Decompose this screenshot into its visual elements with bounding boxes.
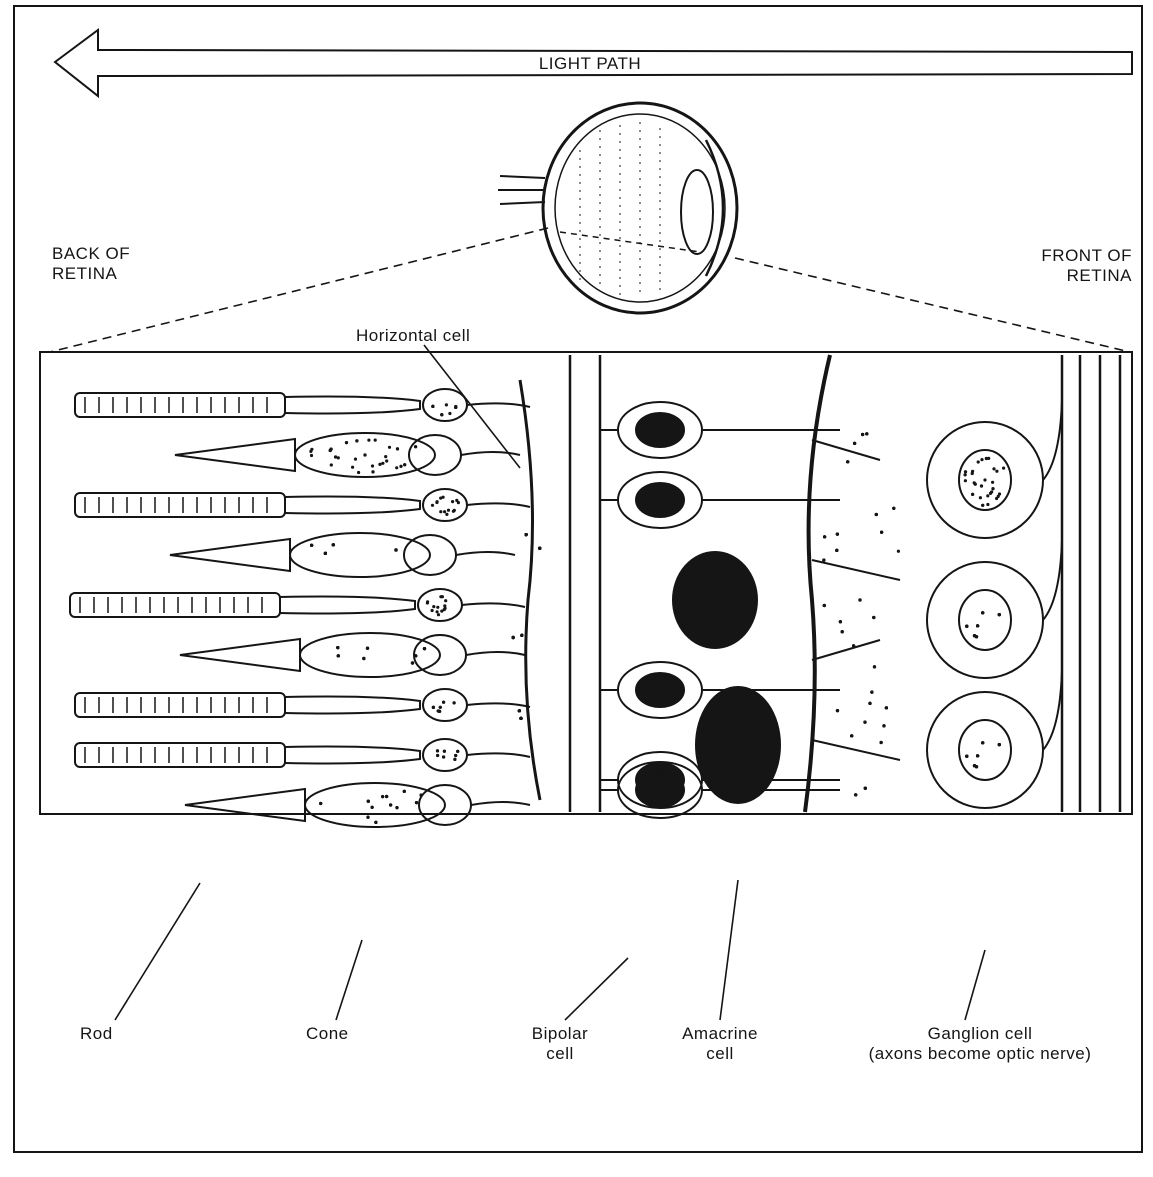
rod-nucleus: [418, 589, 462, 621]
cone-inner-stipple: [309, 439, 417, 475]
cone-outer-segment: [175, 439, 295, 471]
amacrine-cell-label-line1: Amacrine: [660, 1024, 780, 1044]
cone-outer-segment: [170, 539, 290, 571]
inner-plexiform-network: [812, 440, 900, 760]
amacrine-cell-label-line2: cell: [660, 1044, 780, 1064]
amacrine-cell-body: [673, 552, 757, 648]
cone-axon: [461, 452, 520, 455]
ganglion-nucleus-stipple: [965, 741, 1001, 768]
eyeball-illustration: [498, 103, 737, 313]
rod-inner-segment: [280, 597, 415, 614]
bipolar-cell-nucleus: [636, 483, 684, 517]
back-of-retina-line1: BACK OF: [52, 244, 130, 264]
cone-axon: [456, 552, 515, 555]
cone-label: Cone: [306, 1024, 349, 1044]
cone-inner-segment: [305, 783, 445, 827]
back-of-retina-line2: RETINA: [52, 264, 117, 284]
rod-inner-segment: [285, 397, 420, 414]
cone-inner-stipple: [319, 790, 423, 824]
ganglion-axon: [1043, 670, 1062, 750]
bipolar-cell-label-line1: Bipolar: [510, 1024, 610, 1044]
cone-outer-segment: [185, 789, 305, 821]
rod-nucleus-stipple: [436, 749, 459, 761]
rod-nucleus-stipple: [431, 496, 460, 516]
cone-inner-stipple: [310, 543, 398, 555]
rod-inner-segment: [285, 697, 420, 714]
cone-axon: [466, 652, 525, 655]
rod-inner-segment: [285, 747, 420, 764]
cone-inner-stipple: [336, 646, 426, 665]
cone-inner-segment: [290, 533, 430, 577]
rod-axon: [467, 753, 530, 757]
ganglion-cell-label-line1: Ganglion cell: [830, 1024, 1130, 1044]
rod-axon: [467, 503, 530, 507]
retina-detail-box: [40, 352, 1132, 814]
rod-nucleus: [423, 489, 467, 521]
outer-frame: [14, 6, 1142, 1152]
bipolar-cell-nucleus: [636, 413, 684, 447]
horizontal-cell-process: [520, 380, 540, 800]
inner-plexiform-stipple: [822, 432, 900, 796]
ganglion-nucleus-stipple: [964, 457, 1006, 507]
projection-lines: [50, 228, 1130, 352]
rod-axon: [462, 603, 525, 607]
ganglion-cell-body: [927, 692, 1043, 808]
ganglion-axon: [1043, 400, 1062, 480]
bipolar-cell-nucleus: [636, 673, 684, 707]
ganglion-cell-nucleus: [959, 720, 1011, 780]
rod-axon: [467, 403, 530, 407]
ganglion-nucleus-stipple: [965, 611, 1001, 638]
rod-nucleus-stipple: [431, 403, 457, 416]
cone-outer-segment: [180, 639, 300, 671]
front-of-retina-line1: FRONT OF: [980, 246, 1132, 266]
amacrine-cell-body: [696, 687, 780, 803]
rod-nucleus: [423, 739, 467, 771]
front-of-retina-line2: RETINA: [980, 266, 1132, 286]
retina-cells: [70, 355, 1120, 827]
bipolar-cell-label-line2: cell: [510, 1044, 610, 1064]
bipolar-cell-nucleus: [636, 773, 684, 807]
rod-nucleus: [423, 689, 467, 721]
ganglion-cell-body: [927, 562, 1043, 678]
rod-label: Rod: [80, 1024, 113, 1044]
ganglion-axon: [1043, 540, 1062, 620]
rod-axon: [467, 703, 530, 707]
cone-axon: [471, 802, 530, 805]
ganglion-cell-label-line2: (axons become optic nerve): [830, 1044, 1130, 1064]
rod-nucleus-stipple: [432, 701, 456, 713]
ganglion-cell-nucleus: [959, 590, 1011, 650]
rod-inner-segment: [285, 497, 420, 514]
horizontal-cell-label: Horizontal cell: [356, 326, 470, 346]
light-path-label: LIGHT PATH: [480, 54, 700, 74]
cone-inner-segment: [300, 633, 440, 677]
rod-nucleus-stipple: [426, 595, 448, 616]
